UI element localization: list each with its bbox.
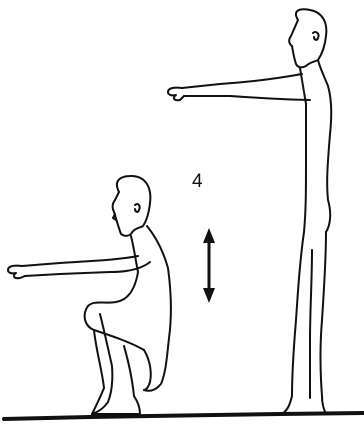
step-number-label: 4 — [192, 172, 203, 191]
squatting-head — [113, 176, 151, 236]
up-down-arrow-icon — [203, 228, 215, 303]
squatting-figure-icon — [8, 176, 171, 414]
standing-figure-icon — [168, 9, 331, 414]
standing-head — [289, 9, 326, 67]
squatting-back — [144, 226, 171, 391]
